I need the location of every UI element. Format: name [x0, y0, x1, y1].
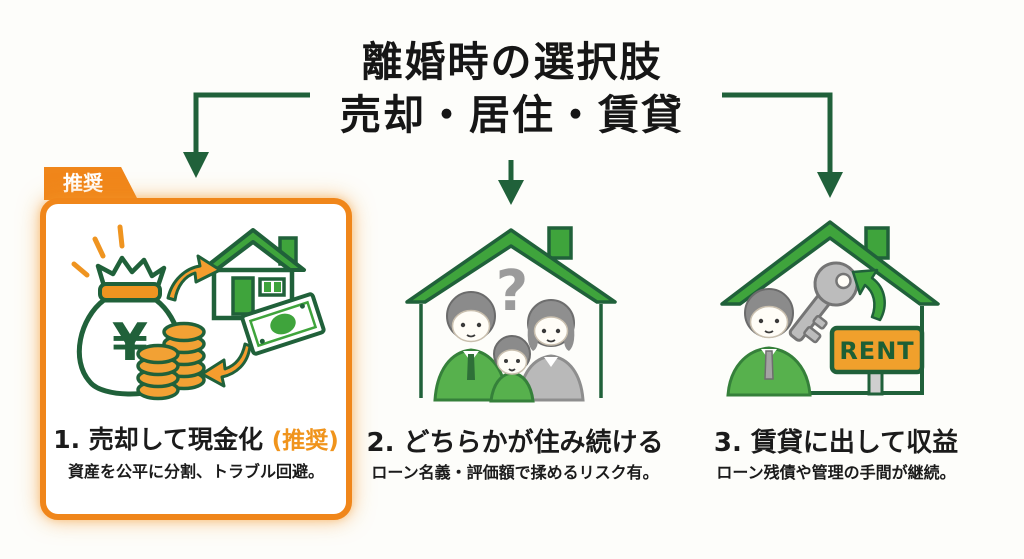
rent-illustration: RENT — [720, 220, 940, 397]
option-3-description: ローン残債や管理の手間が継続。 — [716, 463, 956, 482]
house-outline-icon — [405, 226, 617, 398]
mother-icon — [517, 299, 585, 402]
exchange-arrow-left-icon — [200, 342, 252, 388]
key-icon — [788, 261, 859, 344]
recommended-badge: 推奨 — [44, 167, 138, 200]
coin-stack-icon — [136, 321, 206, 401]
option-1-heading: 1. 売却して現金化 (推奨) — [40, 420, 352, 456]
page-title: 離婚時の選択肢 売却・居住・賃貸 — [0, 36, 1024, 142]
child-icon — [489, 335, 535, 403]
title-line-1: 離婚時の選択肢 — [361, 38, 663, 86]
house-icon — [200, 228, 306, 321]
option-1-description: 資産を公平に分割、トラブル回避。 — [67, 462, 324, 481]
option-2-heading: 2. どちらかが住み続ける — [366, 428, 664, 458]
landlord-icon — [726, 288, 812, 397]
sell-illustration: ¥ — [71, 224, 326, 401]
question-mark: ? — [496, 259, 528, 324]
live-illustration: ? — [405, 226, 617, 403]
house-outline-icon — [720, 220, 940, 395]
return-arrow-icon — [851, 268, 886, 322]
banknote-icon — [240, 292, 326, 356]
center-arrow-head — [498, 180, 524, 205]
father-icon — [433, 291, 509, 402]
right-arrow-head — [817, 172, 843, 198]
rent-sign: RENT — [829, 325, 925, 396]
sparkle-icon — [71, 224, 125, 278]
option-1-heading-note: (推奨) — [271, 428, 339, 454]
option-2-description: ローン名義・評価額で揉めるリスク有。 — [371, 463, 659, 482]
rent-sign-label: RENT — [839, 337, 914, 365]
exchange-arrow-right-icon — [166, 254, 222, 302]
title-line-2: 売却・居住・賃貸 — [340, 91, 684, 139]
option-3-heading: 3. 賃貸に出して収益 — [713, 428, 959, 458]
option-card-sell: 推奨 ¥ — [40, 166, 352, 520]
option-1-heading-text: 1. 売却して現金化 — [53, 425, 264, 454]
